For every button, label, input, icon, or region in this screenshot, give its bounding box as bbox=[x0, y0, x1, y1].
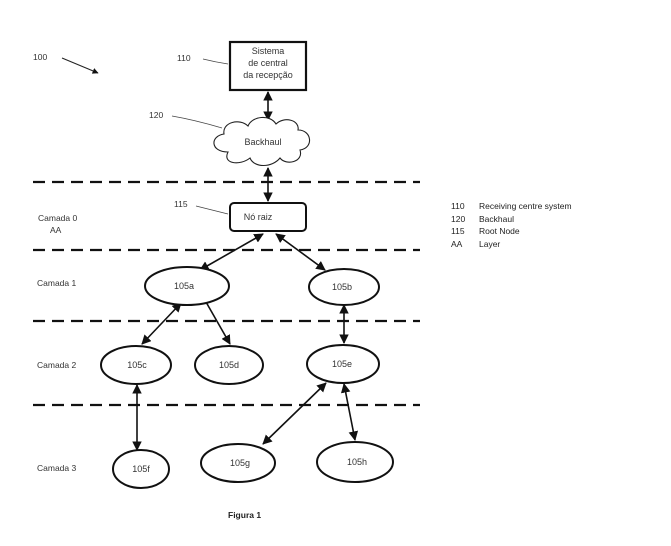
ref-110-leader bbox=[203, 59, 228, 64]
legend-code: 120 bbox=[451, 213, 479, 226]
legend-text: Backhaul bbox=[479, 213, 514, 226]
receiving-centre-line2: de central bbox=[248, 58, 288, 68]
figure-caption: Figura 1 bbox=[228, 510, 261, 520]
legend-item: 110 Receiving centre system bbox=[451, 200, 572, 213]
link-root-105a bbox=[200, 234, 263, 270]
node-105e-label: 105e bbox=[332, 359, 352, 369]
ref-115-label: 115 bbox=[174, 199, 188, 209]
link-root-105b bbox=[276, 234, 325, 270]
layer-0-sub-label: AA bbox=[50, 225, 62, 235]
legend-text: Layer bbox=[479, 238, 500, 251]
legend: 110 Receiving centre system 120 Backhaul… bbox=[451, 200, 572, 250]
node-105f-label: 105f bbox=[132, 464, 150, 474]
legend-text: Root Node bbox=[479, 225, 520, 238]
layer-0-label: Camada 0 bbox=[38, 213, 77, 223]
backhaul-label: Backhaul bbox=[244, 137, 281, 147]
link-105e-105g bbox=[263, 383, 326, 444]
node-105b-label: 105b bbox=[332, 282, 352, 292]
legend-item: 120 Backhaul bbox=[451, 213, 572, 226]
node-105d-label: 105d bbox=[219, 360, 239, 370]
legend-item: 115 Root Node bbox=[451, 225, 572, 238]
ref-120-leader bbox=[172, 116, 222, 128]
layer-3-label: Camada 3 bbox=[37, 463, 76, 473]
node-105h-label: 105h bbox=[347, 457, 367, 467]
ref-115-leader bbox=[196, 206, 228, 214]
layer-1-label: Camada 1 bbox=[37, 278, 76, 288]
link-105e-105h bbox=[344, 384, 355, 440]
receiving-centre-line1: Sistema bbox=[252, 46, 285, 56]
ref-110-label: 110 bbox=[177, 53, 191, 63]
figure-ref-label: 100 bbox=[33, 52, 47, 62]
link-105a-105c bbox=[142, 303, 181, 344]
ref-120-label: 120 bbox=[149, 110, 163, 120]
layer-2-label: Camada 2 bbox=[37, 360, 76, 370]
receiving-centre-line3: da recepção bbox=[243, 70, 293, 80]
figure-ref-arrow bbox=[62, 58, 98, 73]
node-105a-label: 105a bbox=[174, 281, 194, 291]
root-node-label: Nó raiz bbox=[244, 212, 273, 222]
node-105c-label: 105c bbox=[127, 360, 147, 370]
node-105g-label: 105g bbox=[230, 458, 250, 468]
legend-code: 115 bbox=[451, 225, 479, 238]
legend-item: AA Layer bbox=[451, 238, 572, 251]
link-105a-105d bbox=[206, 302, 230, 344]
legend-code: AA bbox=[451, 238, 479, 251]
legend-code: 110 bbox=[451, 200, 479, 213]
legend-text: Receiving centre system bbox=[479, 200, 572, 213]
